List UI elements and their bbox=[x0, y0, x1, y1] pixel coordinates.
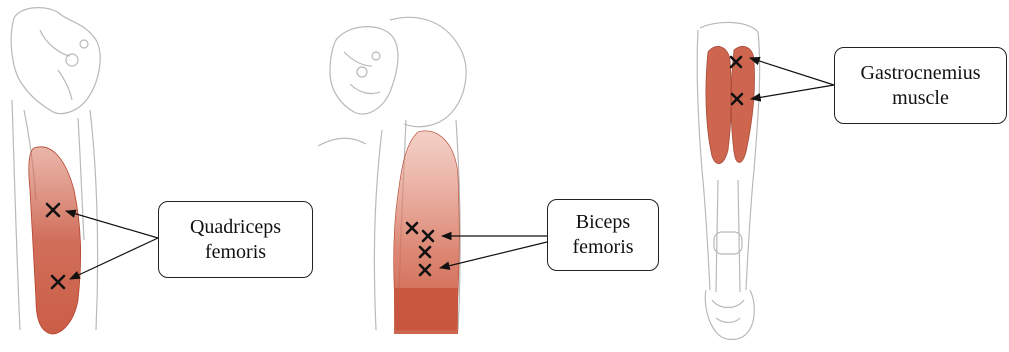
gastrocnemius-label-line2: muscle bbox=[892, 86, 949, 111]
biceps-tendon-region bbox=[394, 288, 458, 334]
quadriceps-panel bbox=[11, 8, 158, 334]
gastrocnemius-panel bbox=[697, 22, 834, 339]
quadriceps-callout: Quadriceps femoris bbox=[158, 201, 313, 278]
biceps-label-line2: femoris bbox=[572, 235, 633, 260]
gastrocnemius-medial-head bbox=[706, 46, 731, 163]
gastrocnemius-arrow-1 bbox=[750, 58, 834, 85]
quadriceps-label-line1: Quadriceps bbox=[190, 215, 281, 240]
quadriceps-label-line2: femoris bbox=[205, 240, 266, 265]
gastrocnemius-callout: Gastrocnemius muscle bbox=[834, 47, 1007, 124]
biceps-callout: Biceps femoris bbox=[547, 199, 659, 271]
biceps-label-line1: Biceps bbox=[576, 210, 630, 235]
quadriceps-muscle bbox=[29, 147, 81, 334]
gastrocnemius-label-line1: Gastrocnemius bbox=[861, 61, 981, 86]
quadriceps-arrow-2 bbox=[70, 238, 158, 279]
biceps-panel bbox=[318, 17, 547, 334]
gastrocnemius-arrow-2 bbox=[751, 85, 834, 99]
